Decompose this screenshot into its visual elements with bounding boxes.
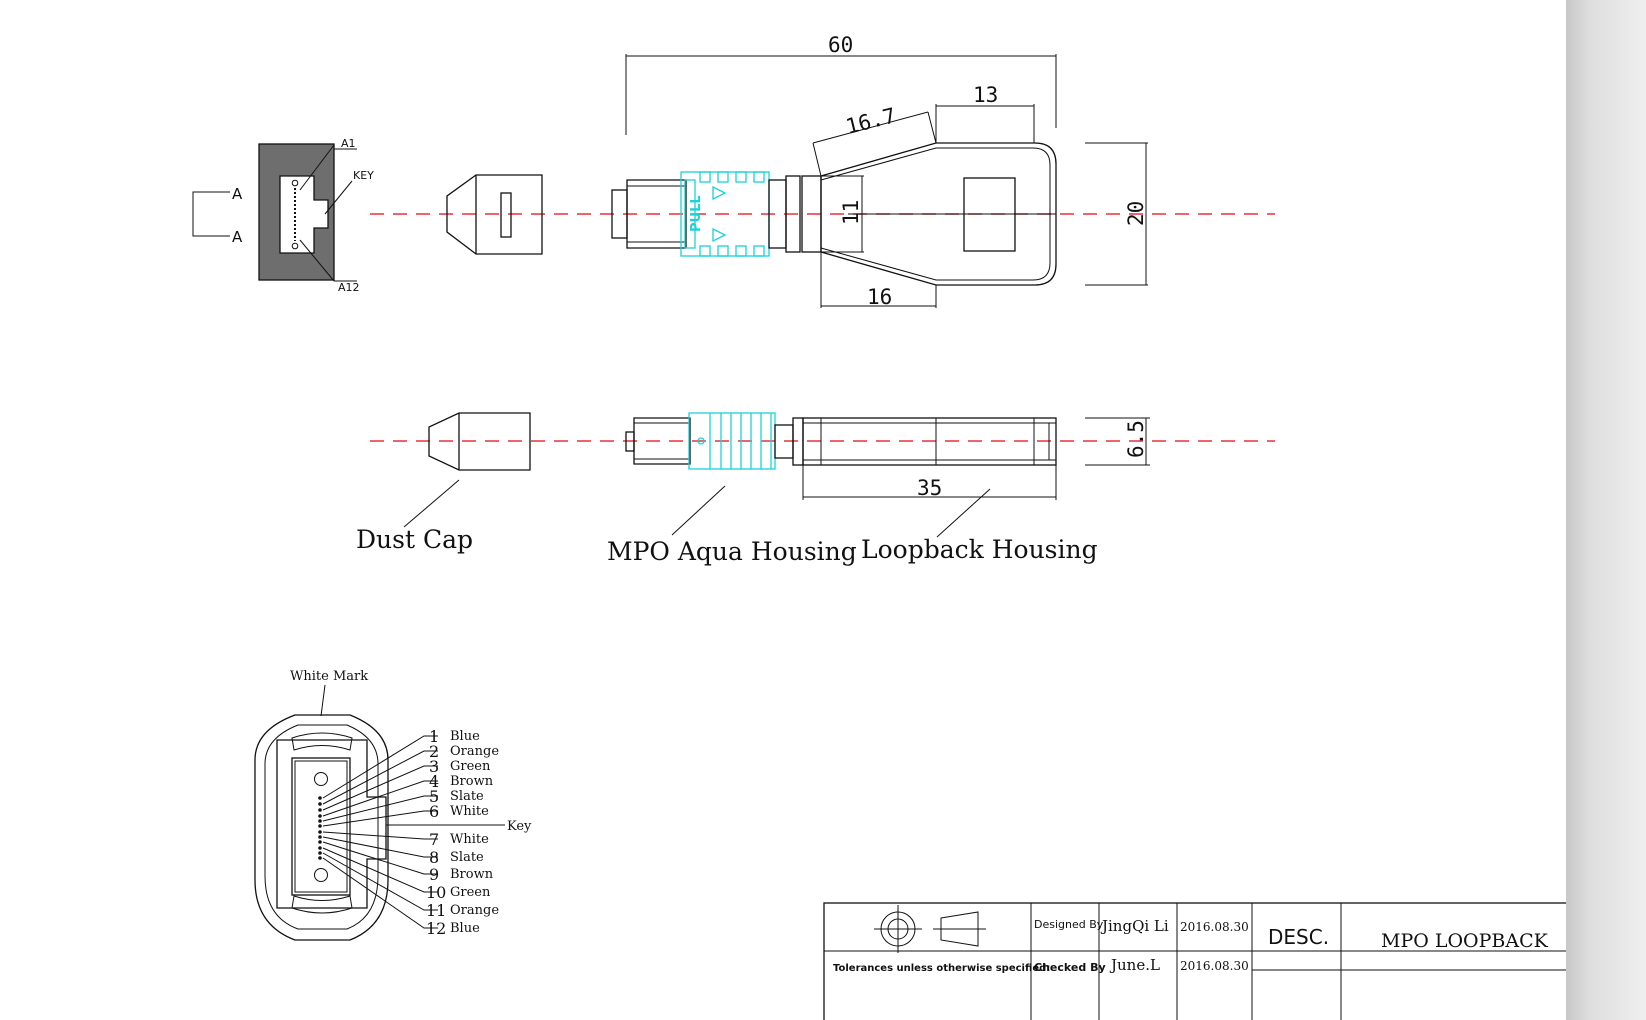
fiber-number: 8	[429, 848, 439, 867]
fiber-leader	[322, 852, 438, 911]
loopback-housing-label: Loopback Housing	[861, 535, 1098, 564]
section-key-label: KEY	[353, 169, 374, 182]
dim-overall-height: 20	[1124, 201, 1148, 226]
dim-side-height: 6.5	[1124, 420, 1148, 458]
fiber-leader	[322, 810, 438, 827]
pin-a12-label: A12	[338, 281, 360, 294]
fiber-color-label: White	[450, 832, 489, 847]
designed-by: JingQi Li	[1100, 917, 1169, 935]
projection-symbol	[874, 905, 986, 953]
loopback-housing-top	[820, 142, 1057, 286]
fiber-number: 6	[429, 802, 439, 821]
fiber-dot	[318, 824, 322, 828]
fiber-color-label: Blue	[450, 729, 480, 744]
checked-date: 2016.08.30	[1180, 959, 1249, 973]
fiber-leader	[322, 841, 438, 875]
checked-by: June.L	[1109, 956, 1160, 974]
fiber-number: 10	[426, 883, 446, 902]
designed-date: 2016.08.30	[1180, 920, 1249, 934]
fiber-color-label: Slate	[450, 850, 484, 865]
tolerances-note: Tolerances unless otherwise specified:	[833, 963, 1050, 974]
fiber-number: 11	[426, 901, 446, 920]
key-label: Key	[507, 819, 532, 834]
fiber-color-label: Brown	[450, 774, 494, 789]
dimensions-side: 35 6.5	[802, 417, 1150, 500]
dust-cap-label: Dust Cap	[356, 525, 473, 554]
section-marker-top: A	[232, 185, 243, 203]
fiber-leader	[322, 765, 438, 811]
fiber-leader	[322, 795, 438, 822]
desc-value: MPO LOOPBACK	[1381, 930, 1549, 952]
loopback-housing-side	[802, 417, 1057, 466]
fiber-leader	[322, 750, 438, 805]
fiber-dot	[318, 840, 322, 844]
dimensions-top: 60 13 16.7 16 11 20	[625, 33, 1148, 309]
section-marker-bottom: A	[232, 228, 243, 246]
designed-by-label: Designed By	[1034, 918, 1104, 931]
dust-cap-side	[428, 412, 531, 471]
fiber-number: 12	[426, 919, 446, 938]
fiber-number: 5	[429, 787, 439, 806]
fiber-dot	[318, 808, 322, 812]
fiber-leader	[322, 857, 438, 929]
fiber-dot	[318, 856, 322, 860]
fiber-dot	[318, 835, 322, 839]
fiber-color-label: Slate	[450, 789, 484, 804]
title-block: Designed By JingQi Li 2016.08.30 Checked…	[823, 902, 1585, 1020]
fiber-color-label: Green	[450, 759, 491, 774]
fiber-dot	[318, 814, 322, 818]
pull-label: PULL	[689, 195, 704, 232]
section-a-view: A A A1 KEY A12	[192, 137, 374, 294]
checked-by-label: Checked By	[1034, 961, 1106, 974]
fiber-dot	[318, 802, 322, 806]
fiber-number: 2	[429, 742, 439, 761]
fiber-leader	[322, 831, 438, 840]
fiber-dot	[318, 796, 322, 800]
fiber-color-label: Brown	[450, 867, 494, 882]
dim-taper-base: 16	[867, 285, 892, 309]
fiber-color-label: Blue	[450, 921, 480, 936]
dim-overall-length: 60	[828, 33, 853, 57]
fiber-leader	[322, 780, 438, 817]
dim-housing-length: 35	[917, 476, 942, 500]
fiber-color-label: Green	[450, 885, 491, 900]
mpo-housing-top: PULL	[611, 171, 822, 257]
page-edge-shadow	[1566, 0, 1646, 1020]
dust-cap-top	[446, 174, 543, 255]
fiber-color-label: Orange	[450, 744, 499, 759]
dim-housing-top: 13	[973, 83, 998, 107]
pin-a1-label: A1	[341, 137, 356, 150]
fiber-dot	[318, 819, 322, 823]
dim-neck-height: 11	[839, 200, 863, 225]
fiber-color-label: White	[450, 804, 489, 819]
fiber-leader	[322, 836, 438, 858]
mpo-housing-side	[625, 412, 804, 470]
fiber-number: 9	[429, 865, 439, 884]
fiber-number: 7	[429, 830, 439, 849]
fiber-number: 3	[429, 757, 439, 776]
fiber-number: 1	[429, 727, 439, 746]
white-mark-label: White Mark	[290, 669, 368, 684]
fiber-color-label: Orange	[450, 903, 499, 918]
fiber-dot	[318, 830, 322, 834]
mpo-housing-label: MPO Aqua Housing	[607, 537, 857, 566]
fiber-number: 4	[429, 772, 439, 791]
fiber-leader	[322, 847, 438, 893]
fiber-dot	[318, 851, 322, 855]
fiber-dot	[318, 846, 322, 850]
dim-taper-length: 16.7	[843, 103, 898, 139]
fiber-leader	[322, 735, 438, 799]
desc-label: DESC.	[1268, 925, 1329, 949]
